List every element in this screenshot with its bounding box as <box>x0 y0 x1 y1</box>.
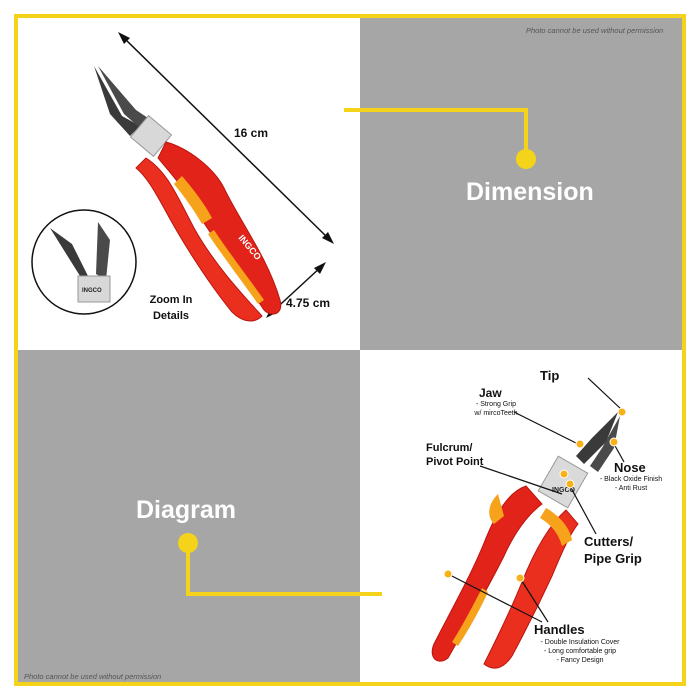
product-frame: INGCO INGCO 16 cm 4.75 cm Zoom In Detail… <box>14 14 686 686</box>
cutters-label-line2: Pipe Grip <box>584 551 642 566</box>
handles-detail-3: - Fancy Design <box>556 657 604 664</box>
permission-notice-bottom: Photo cannot be used without permission <box>24 672 162 681</box>
dimension-connector-dot <box>516 149 536 169</box>
width-label: 4.75 cm <box>286 296 331 310</box>
svg-text:INGCO: INGCO <box>82 288 102 294</box>
connector-lines <box>178 108 536 596</box>
fulcrum-marker-dot <box>559 469 569 479</box>
nose-detail-2: - Anti Rust <box>614 485 648 492</box>
dimension-heading: Dimension <box>466 178 594 206</box>
handles-label: Handles <box>534 622 585 637</box>
fulcrum-label-line1: Fulcrum/ <box>426 442 473 454</box>
diagram-title-panel <box>18 350 360 682</box>
cutters-marker-dot <box>565 479 575 489</box>
svg-text:INGCO: INGCO <box>552 487 576 494</box>
fulcrum-label-line2: Pivot Point <box>426 456 484 468</box>
pliers-diagram-illustration: INGCO INGCO <box>431 377 627 669</box>
tip-label: Tip <box>540 368 560 383</box>
nose-detail-1: - Black Oxide Finish <box>599 476 663 483</box>
zoom-caption-line1: Zoom In <box>149 294 193 306</box>
jaw-marker-dot <box>575 439 585 449</box>
jaw-detail-1: - Strong Grip <box>475 401 517 408</box>
diagram-heading: Diagram <box>136 496 237 524</box>
diagram-connector-dot <box>178 533 198 553</box>
zoom-caption-line2: Details <box>152 310 190 322</box>
handles-detail-2: - Long comfortable grip <box>544 648 616 655</box>
cutters-label-line1: Cutters/ <box>584 534 634 549</box>
tip-marker-dot <box>617 407 627 417</box>
handle-right-marker-dot <box>515 573 525 583</box>
permission-notice-top: Photo cannot be used without permission <box>526 26 664 35</box>
handle-left-marker-dot <box>443 569 453 579</box>
length-label: 16 cm <box>234 126 269 140</box>
nose-marker-dot <box>609 437 619 447</box>
jaw-label: Jaw <box>479 386 502 400</box>
dimension-title-panel <box>360 18 682 350</box>
nose-label: Nose <box>614 460 646 475</box>
pliers-dimension-illustration: INGCO INGCO <box>31 32 334 322</box>
handles-detail-1: - Double Insulation Cover <box>540 639 620 646</box>
pliers-jaws <box>94 66 173 158</box>
jaw-detail-2: w/ mircoTeeth <box>474 410 518 417</box>
